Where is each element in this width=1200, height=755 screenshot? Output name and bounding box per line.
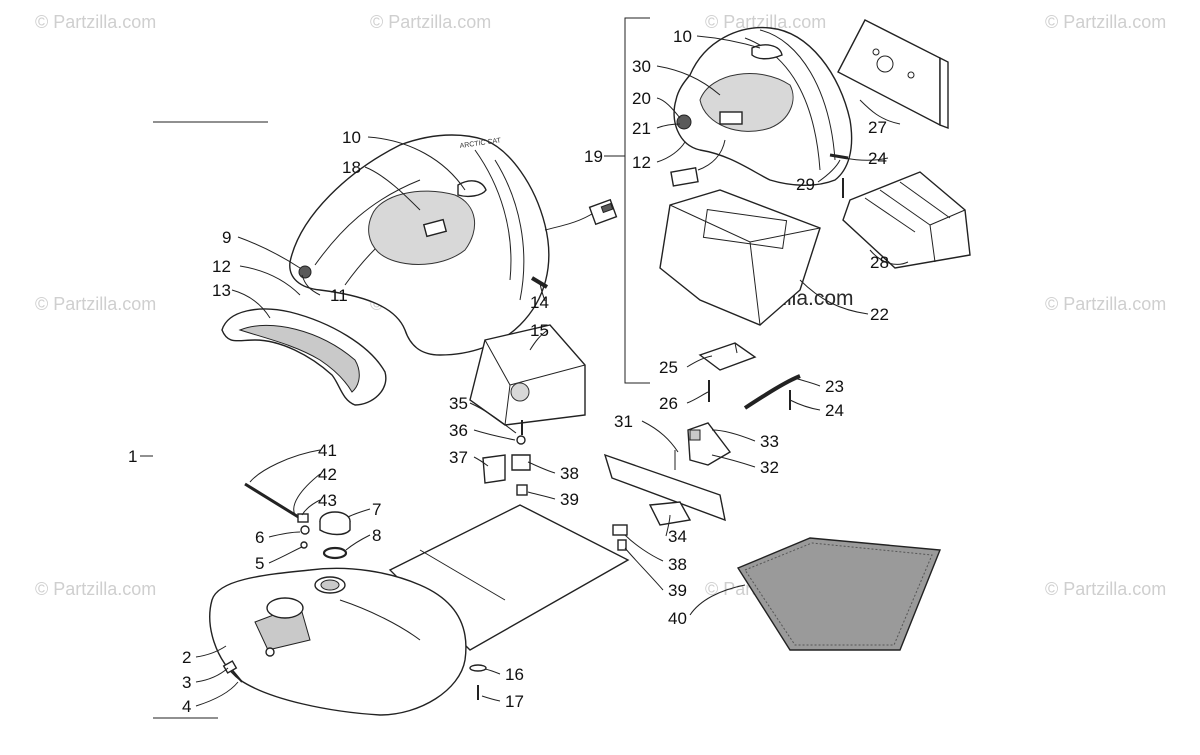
callout-5: 5 [255, 554, 264, 573]
callout-42: 42 [318, 465, 337, 484]
bracket-25 [698, 342, 757, 371]
callout-39: 39 [668, 581, 687, 600]
callout-20: 20 [632, 89, 651, 108]
fuel-tank [209, 567, 467, 716]
panel-27 [837, 19, 949, 130]
callout-30: 30 [632, 57, 651, 76]
callout-8: 8 [372, 526, 381, 545]
callout-16: 16 [505, 665, 524, 684]
pin-29 [829, 153, 849, 160]
callout-23: 23 [825, 377, 844, 396]
callout-28: 28 [870, 253, 889, 272]
callout-19: 19 [584, 147, 603, 166]
callout-33: 33 [760, 432, 779, 451]
callout-9: 9 [222, 228, 231, 247]
storage-box-15 [469, 324, 586, 426]
assembly-bracket-19 [624, 17, 650, 384]
callout-10: 10 [342, 128, 361, 147]
seat-right [670, 26, 853, 187]
callout-26: 26 [659, 394, 678, 413]
callout-32: 32 [760, 458, 779, 477]
watermark: © Partzilla.com [705, 12, 826, 32]
fastener-stack-35-39 [482, 420, 531, 496]
tail-guard-13 [221, 308, 387, 406]
callout-22: 22 [870, 305, 889, 324]
callout-12: 12 [212, 257, 231, 276]
callout-3: 3 [182, 673, 191, 692]
callout-4: 4 [182, 697, 191, 716]
watermark: © Partzilla.com [370, 12, 491, 32]
fastener-38-39 [612, 524, 628, 551]
callout-31: 31 [614, 412, 633, 431]
watermark: © Partzilla.com [35, 294, 156, 314]
callout-labels: 1 2 3 4 5 6 7 8 9 10 10 11 12 12 13 14 1… [128, 27, 889, 716]
callout-40: 40 [668, 609, 687, 628]
watermark: © Partzilla.com [1045, 294, 1166, 314]
callout-36: 36 [449, 421, 468, 440]
bracket-34 [648, 501, 692, 526]
callout-24: 24 [825, 401, 844, 420]
callout-38: 38 [560, 464, 579, 483]
callout-37: 37 [449, 448, 468, 467]
watermark-layer: © Partzilla.com © Partzilla.com © Partzi… [35, 12, 1166, 599]
callout-2: 2 [182, 648, 191, 667]
callout-39: 39 [560, 490, 579, 509]
callout-29: 29 [796, 175, 815, 194]
callout-13: 13 [212, 281, 231, 300]
callout-6: 6 [255, 528, 264, 547]
callout-27: 27 [868, 118, 887, 137]
callout-35: 35 [449, 394, 468, 413]
callout-38: 38 [668, 555, 687, 574]
watermark: © Partzilla.com [35, 12, 156, 32]
callout-17: 17 [505, 692, 524, 711]
watermark: © Partzilla.com [1045, 12, 1166, 32]
leader-lines [140, 35, 909, 707]
watermark: © Partzilla.com [35, 579, 156, 599]
rod-23 [743, 374, 801, 410]
callout-1: 1 [128, 447, 137, 466]
callout-21: 21 [632, 119, 651, 138]
callout-11: 11 [330, 286, 348, 305]
callout-34: 34 [668, 527, 687, 546]
callout-24: 24 [868, 149, 887, 168]
seat-left: ARCTIC CAT [289, 134, 618, 356]
screw-16-17 [469, 664, 487, 700]
base-tray-22 [659, 189, 821, 326]
callout-12: 12 [632, 153, 651, 172]
ramp-28 [842, 171, 971, 269]
fuel-cap-7 [319, 511, 351, 536]
fuel-line-41-43 [244, 482, 310, 549]
watermark: © Partzilla.com [1045, 579, 1166, 599]
callout-7: 7 [372, 500, 381, 519]
callout-41: 41 [318, 441, 337, 460]
callout-14: 14 [530, 293, 549, 312]
callout-43: 43 [318, 491, 337, 510]
callout-18: 18 [342, 158, 361, 177]
o-ring-8 [322, 546, 348, 560]
callout-10: 10 [673, 27, 692, 46]
mat-40 [736, 537, 941, 651]
latch-31-32-33 [603, 422, 732, 522]
callout-15: 15 [530, 321, 549, 340]
callout-25: 25 [659, 358, 678, 377]
pin-14 [530, 276, 549, 289]
